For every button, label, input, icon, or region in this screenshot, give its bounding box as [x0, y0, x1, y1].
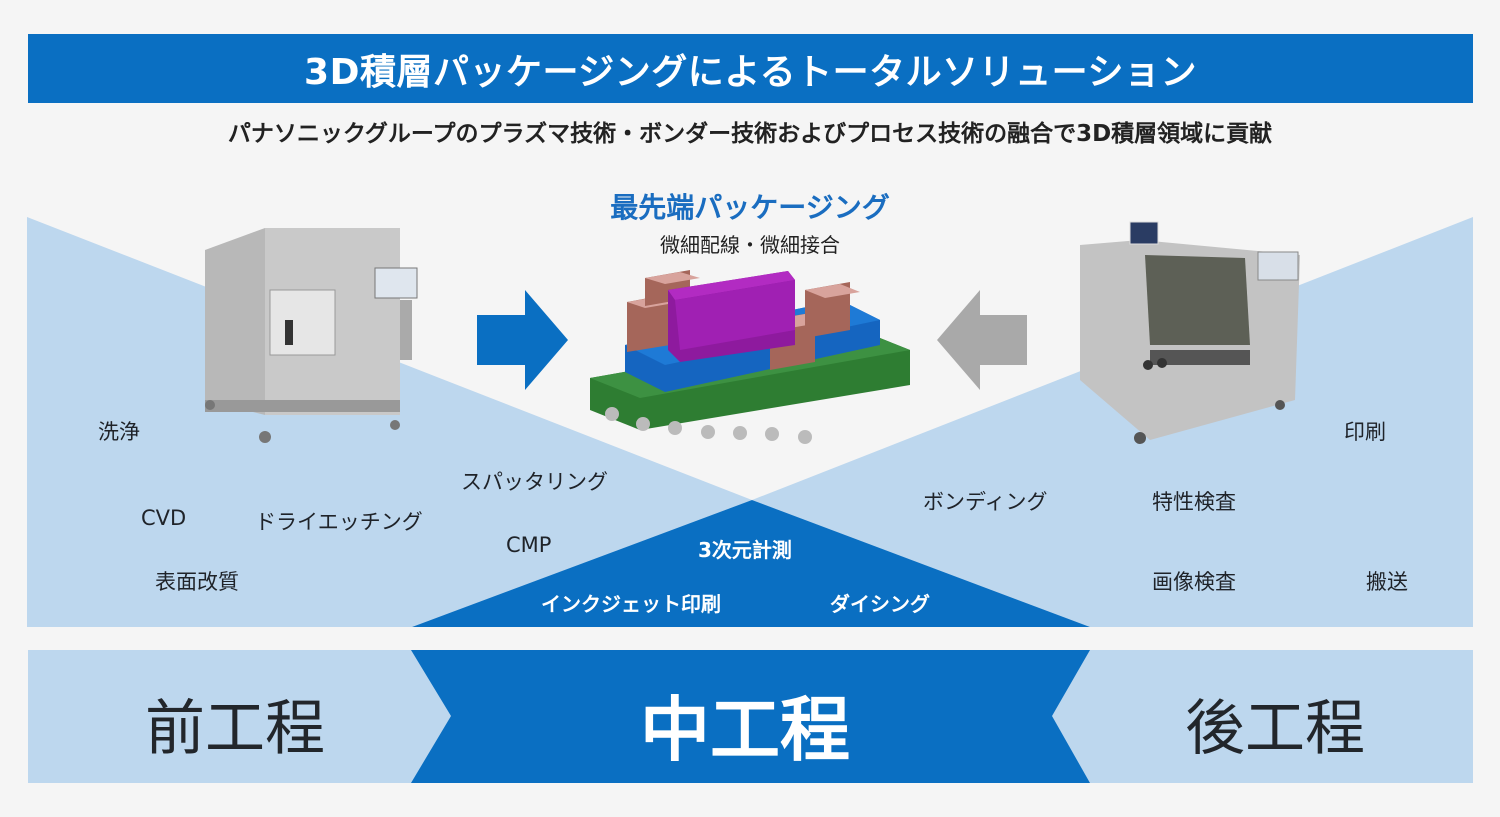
process-item-printing: 印刷 [1344, 420, 1386, 444]
mid-process-area [412, 500, 1090, 627]
process-item-transport: 搬送 [1366, 570, 1408, 594]
process-item-cleaning: 洗浄 [98, 420, 140, 444]
stage-middle: 中工程 [640, 689, 850, 771]
process-item-characteristic-inspection: 特性検査 [1152, 490, 1236, 514]
page-subtitle: パナソニックグループのプラズマ技術・ボンダー技術およびプロセス技術の融合で3D積… [227, 121, 1273, 147]
bonder-machine-image [1080, 221, 1300, 444]
advanced-packaging-title: 最先端パッケージング [610, 191, 890, 224]
process-item-cvd: CVD [141, 506, 187, 530]
arrow-right-icon [477, 290, 568, 390]
arrow-left-icon [937, 290, 1027, 390]
stacked-package-image [590, 270, 910, 444]
stage-front: 前工程 [145, 694, 325, 764]
process-item-image-inspection: 画像検査 [1152, 570, 1236, 594]
stage-back: 後工程 [1185, 694, 1365, 764]
process-item-sputtering: スパッタリング [461, 470, 608, 494]
process-item-cmp: CMP [506, 533, 552, 557]
mid-stage-chevron [411, 650, 1090, 783]
page-title: 3D積層パッケージングによるトータルソリューション [304, 51, 1197, 93]
process-item-dry-etching: ドライエッチング [255, 510, 423, 534]
process-item-3d-measurement: 3次元計測 [698, 538, 792, 562]
process-item-dicing: ダイシング [830, 592, 930, 616]
page-title-banner: 3D積層パッケージングによるトータルソリューション [28, 34, 1473, 103]
plasma-machine-image [205, 228, 418, 443]
process-item-bonding: ボンディング [923, 490, 1048, 514]
process-item-surface-modification: 表面改質 [155, 570, 239, 594]
process-item-inkjet-printing: インクジェット印刷 [541, 592, 721, 616]
advanced-packaging-subtitle: 微細配線・微細接合 [660, 233, 840, 257]
